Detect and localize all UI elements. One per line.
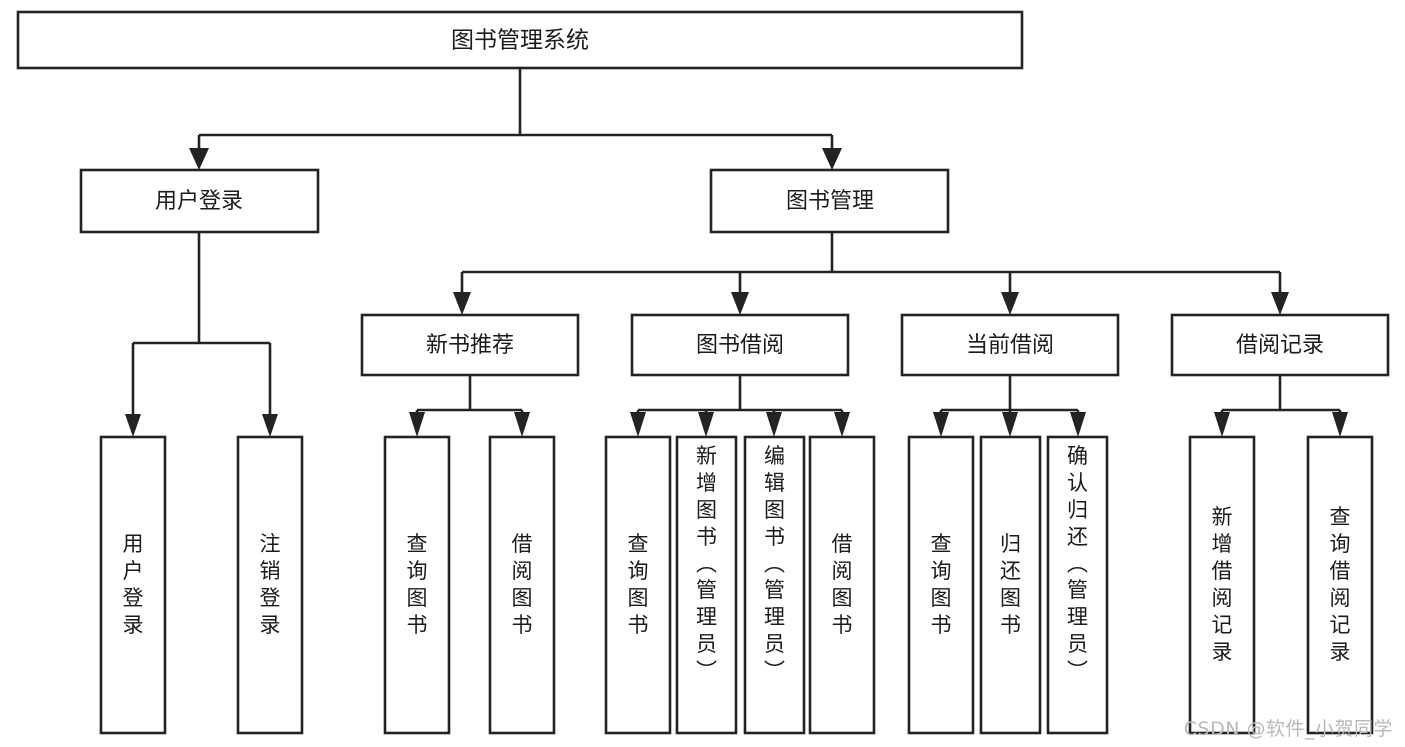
arrow-head-leaf-user-login <box>125 414 141 437</box>
node-leaf-edit-book-box[interactable] <box>743 435 806 735</box>
node-borrow-record-box[interactable] <box>1170 313 1390 377</box>
arrow-head-borrow-record <box>1271 292 1289 315</box>
connectors-book-borrow-to-leaves <box>630 375 850 437</box>
node-book-manage-label: 图书管理 <box>786 189 874 214</box>
arrow-head-leaf-borrow-book-1 <box>514 412 530 437</box>
arrow-head-book-borrow <box>731 292 749 315</box>
arrow-head-leaf-logout <box>262 414 278 437</box>
arrow-head-current-borrow <box>1001 292 1019 315</box>
connectors-borrow-record-to-leaves <box>1214 375 1348 437</box>
node-new-book-recommend[interactable]: 新书推荐 <box>360 313 580 377</box>
node-user-login-box[interactable] <box>79 168 320 234</box>
node-new-book-recommend-box[interactable] <box>360 313 580 377</box>
node-user-login-label: 用户登录 <box>155 189 243 214</box>
arrow-head-leaf-query-book-2 <box>630 412 646 437</box>
arrow-head-leaf-query-book-3 <box>933 412 949 437</box>
arrow-head-new-book <box>453 292 471 315</box>
node-root[interactable]: 图书管理系统 <box>16 10 1024 70</box>
node-book-borrow[interactable]: 图书借阅 <box>630 313 850 377</box>
node-user-login[interactable]: 用户登录 <box>79 168 320 234</box>
node-leaf-borrow-book-1-box[interactable] <box>488 435 556 735</box>
node-leaf-query-record-box[interactable] <box>1306 435 1374 735</box>
node-book-borrow-box[interactable] <box>630 313 850 377</box>
node-leaf-return-book-box[interactable] <box>979 435 1042 735</box>
node-leaf-query-book-3-box[interactable] <box>907 435 975 735</box>
node-book-manage-box[interactable] <box>709 168 950 234</box>
arrow-head-leaf-borrow-book-2 <box>834 412 850 437</box>
node-leaf-borrow-book-2-box[interactable] <box>808 435 876 735</box>
node-borrow-record-label: 借阅记录 <box>1236 333 1324 358</box>
node-book-manage[interactable]: 图书管理 <box>709 168 950 234</box>
arrow-head-user-login <box>189 148 209 170</box>
arrow-head-leaf-query-record <box>1332 412 1348 437</box>
leaf-boxes <box>99 435 1374 735</box>
arrow-head-leaf-return-book <box>1002 412 1018 437</box>
connectors-user-login-to-leaves <box>125 232 278 437</box>
connectors-current-borrow-to-leaves <box>933 375 1086 437</box>
arrow-head-leaf-confirm-return <box>1070 412 1086 437</box>
connectors-new-book-to-leaves <box>409 375 530 437</box>
node-current-borrow-label: 当前借阅 <box>966 333 1054 358</box>
node-borrow-record[interactable]: 借阅记录 <box>1170 313 1390 377</box>
node-leaf-logout-box[interactable] <box>236 435 304 735</box>
connectors-root-to-level2 <box>189 68 842 170</box>
connectors-book-manage-to-level3 <box>453 232 1289 315</box>
node-leaf-query-book-1-box[interactable] <box>383 435 451 735</box>
node-leaf-add-book-box[interactable] <box>675 435 738 735</box>
node-root-label: 图书管理系统 <box>451 28 589 54</box>
node-book-borrow-label: 图书借阅 <box>696 333 784 358</box>
node-leaf-confirm-return-box[interactable] <box>1046 435 1109 735</box>
node-current-borrow[interactable]: 当前借阅 <box>900 313 1120 377</box>
arrow-head-book-manage <box>822 148 842 170</box>
arrow-head-leaf-add-record <box>1214 412 1230 437</box>
arrow-head-leaf-add-book <box>698 412 714 437</box>
arrow-head-leaf-edit-book <box>766 412 782 437</box>
node-leaf-user-login-box[interactable] <box>99 435 167 735</box>
node-leaf-query-book-2-box[interactable] <box>604 435 672 735</box>
node-current-borrow-box[interactable] <box>900 313 1120 377</box>
arrow-head-leaf-query-book-1 <box>409 412 425 437</box>
node-leaf-add-record-box[interactable] <box>1188 435 1256 735</box>
node-root-box[interactable] <box>16 10 1024 70</box>
node-new-book-recommend-label: 新书推荐 <box>426 333 514 358</box>
